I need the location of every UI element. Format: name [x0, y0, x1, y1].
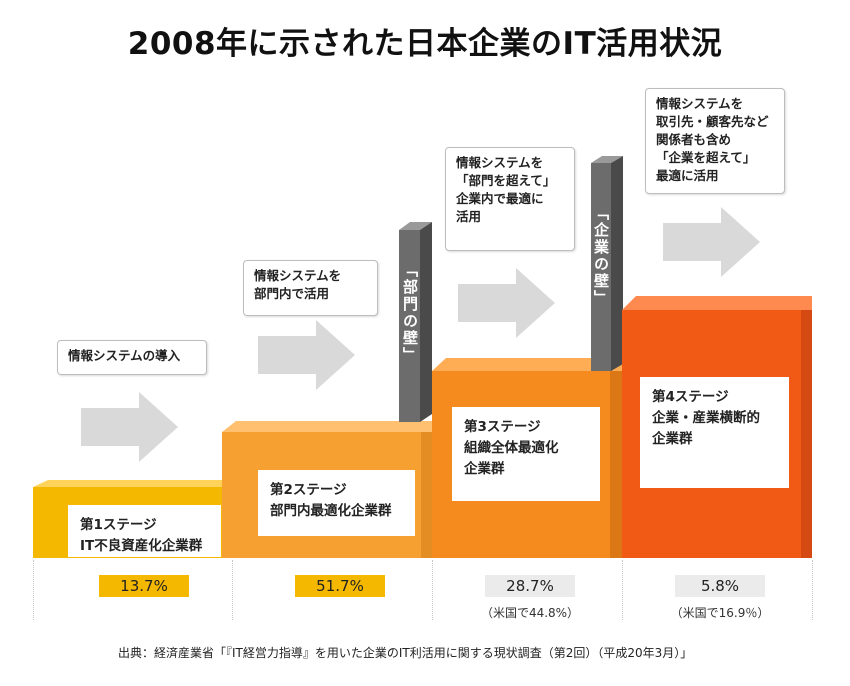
- stage-2-shade: [421, 432, 432, 558]
- wall-2-side: [611, 156, 623, 371]
- stage-1-label: 第1ステージ IT不良資産化企業群: [68, 505, 221, 557]
- stage-4-label: 第4ステージ 企業・産業横断的 企業群: [640, 377, 789, 488]
- stage-4-us-note: （米国で16.9％）: [670, 606, 770, 620]
- arrow-2-icon: [258, 320, 355, 390]
- stage-2-label: 第2ステージ 部門内最適化企業群: [258, 470, 415, 536]
- separator-2: [232, 560, 233, 620]
- arrow-1-icon: [81, 392, 178, 462]
- stage-1-percent: 13.7%: [99, 575, 189, 597]
- wall-1-side: [420, 222, 432, 422]
- arrow-3-icon: [458, 268, 555, 338]
- stage-3-percent: 28.7%: [485, 575, 575, 597]
- stage-3-label: 第3ステージ 組織全体最適化 企業群: [452, 407, 600, 501]
- stage-3-callout: 情報システムを 「部門を超えて」 企業内で最適に 活用: [445, 147, 575, 251]
- stage-4-callout: 情報システムを 取引先・顧客先など 関係者も含め 「企業を超えて」 最適に活用: [645, 88, 785, 194]
- stage-4-percent: 5.8%: [675, 575, 765, 597]
- arrow-4-icon: [663, 207, 760, 277]
- separator-5: [812, 560, 813, 620]
- separator-1: [33, 560, 34, 620]
- wall-1: [399, 230, 420, 422]
- stage-1-callout: 情報システムの導入: [57, 340, 207, 375]
- stage-3-shade: [610, 371, 622, 558]
- wall-2-label: 「企業の壁」: [592, 205, 610, 307]
- separator-4: [622, 560, 623, 620]
- stage-4-shade: [801, 310, 812, 558]
- stage-1-top: [33, 480, 232, 487]
- stage-4-top: [622, 296, 812, 310]
- stage-3-top: [432, 358, 622, 371]
- wall-1-label: 「部門の壁」: [401, 262, 419, 364]
- separator-3: [432, 560, 433, 620]
- wall-2-top: [591, 156, 623, 163]
- stage-2-percent: 51.7%: [295, 575, 385, 597]
- wall-2: [591, 163, 611, 371]
- wall-1-top: [399, 222, 432, 230]
- stage-2-callout: 情報システムを 部門内で活用: [243, 260, 378, 316]
- page-title: 2008年に示された日本企業のIT活用状況: [127, 26, 723, 62]
- source-citation: 出典：経済産業省「『IT経営力指導』を用いた企業のIT利活用に関する現状調査（第…: [118, 646, 693, 660]
- stage-2-top: [222, 421, 432, 432]
- stage-3-us-note: （米国で44.8%）: [480, 606, 580, 620]
